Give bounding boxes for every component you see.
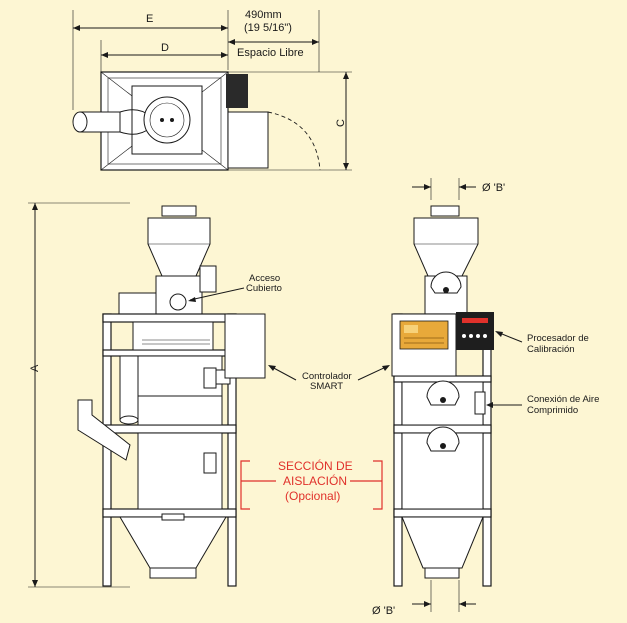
clearance-mm: 490mm [245, 9, 282, 21]
dim-a-label: A [29, 364, 41, 372]
callout-aire: Conexión de Aire Comprimido [486, 394, 599, 416]
acceso-line1: Acceso [249, 273, 280, 284]
callout-acceso: Acceso Cubierto [188, 273, 282, 302]
seccion-line1: SECCIÓN DE [278, 458, 353, 473]
front-view-right: Ø 'B' [372, 178, 505, 617]
seccion-line3: (Opcional) [285, 489, 340, 503]
seccion-line2: AISLACIÓN [283, 473, 347, 488]
top-view: E D 490mm (19 5/16") Espacio Libre C [72, 9, 352, 171]
clearance-label: Espacio Libre [237, 47, 304, 59]
dim-e-label: E [146, 13, 153, 25]
callout-controlador: Controlador SMART [268, 365, 390, 392]
controlador-line1: Controlador [302, 371, 352, 382]
callout-procesador: Procesador de Calibración [495, 331, 589, 355]
aire-line1: Conexión de Aire [527, 394, 599, 405]
dim-b-top: Ø 'B' [482, 182, 505, 194]
procesador-line2: Calibración [527, 344, 575, 355]
procesador-line1: Procesador de [527, 333, 589, 344]
dim-c-label: C [335, 119, 347, 127]
clearance-in: (19 5/16") [244, 22, 292, 34]
dim-d-label: D [161, 42, 169, 54]
callout-seccion-aislacion: SECCIÓN DE AISLACIÓN (Opcional) [240, 458, 383, 510]
dim-b-bottom: Ø 'B' [372, 605, 395, 617]
aire-line2: Comprimido [527, 405, 578, 416]
front-view-left: A [28, 202, 266, 588]
controlador-line2: SMART [310, 381, 343, 392]
acceso-line2: Cubierto [246, 283, 282, 294]
